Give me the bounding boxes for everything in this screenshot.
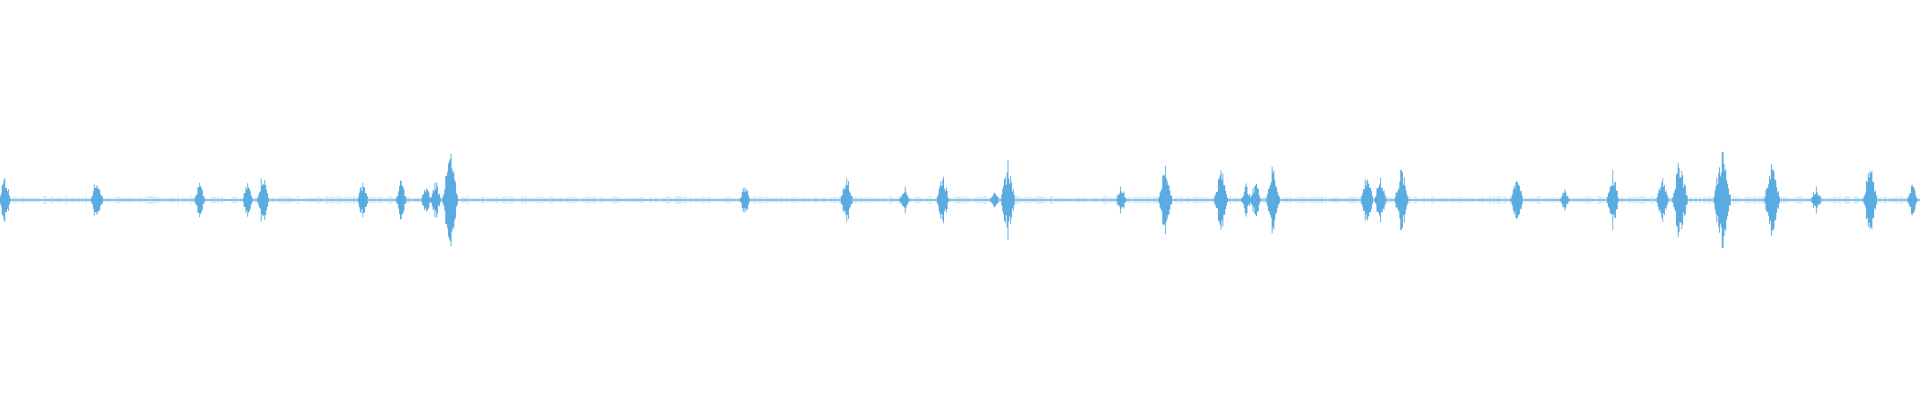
waveform-peak xyxy=(357,182,368,218)
waveform-peak xyxy=(91,184,103,216)
waveform-peak xyxy=(1656,178,1669,222)
waveform-peak-path xyxy=(1656,178,1669,222)
waveform-peak-path xyxy=(1863,170,1877,230)
waveform-peak xyxy=(1863,170,1877,230)
waveform-peak-path xyxy=(1158,166,1173,234)
waveform-peak xyxy=(1672,162,1688,238)
waveform-peak-path xyxy=(1672,162,1688,238)
waveform-peak xyxy=(257,178,269,222)
waveform-peak xyxy=(899,186,910,214)
waveform-peak xyxy=(936,176,949,224)
waveform-peak-path xyxy=(1713,151,1731,249)
waveform-peak xyxy=(1764,164,1780,236)
waveform-peak xyxy=(1811,186,1822,214)
waveform-peak xyxy=(1560,189,1569,211)
waveform-peak xyxy=(430,182,441,218)
waveform-peak-path xyxy=(1266,166,1280,234)
waveform-peak xyxy=(1606,170,1619,230)
waveform-peaks xyxy=(0,151,1918,249)
waveform-peak xyxy=(1266,166,1280,234)
waveform-peak-path xyxy=(899,186,910,214)
waveform-peak-path xyxy=(357,182,368,218)
waveform-peak xyxy=(1241,183,1252,217)
waveform-peak-path xyxy=(1361,179,1373,221)
waveform-peak-path xyxy=(421,188,432,212)
waveform-peak xyxy=(194,182,205,218)
waveform-peak-path xyxy=(1764,164,1780,236)
waveform-peak xyxy=(1158,166,1173,234)
waveform-peak-path xyxy=(0,178,11,222)
waveform-peak-path xyxy=(1374,177,1387,223)
waveform-peak xyxy=(1214,170,1228,230)
waveform-peak xyxy=(840,178,853,222)
waveform-peak xyxy=(1510,181,1523,219)
waveform-peak xyxy=(1394,169,1409,231)
waveform-peak xyxy=(990,192,999,208)
waveform-peak xyxy=(1001,160,1015,240)
waveform-peak-path xyxy=(1811,186,1822,214)
waveform-peak xyxy=(1374,177,1387,223)
waveform-peak xyxy=(1116,186,1127,214)
waveform-peak xyxy=(1361,179,1373,221)
waveform-peak xyxy=(740,187,750,213)
waveform-peak-path xyxy=(442,154,458,246)
waveform-peak-path xyxy=(430,182,441,218)
waveform-peak-path xyxy=(1214,170,1228,230)
waveform-peak-path xyxy=(1907,184,1918,216)
waveform-peak-path xyxy=(1606,170,1619,230)
waveform-peak-path xyxy=(1116,186,1127,214)
waveform-peak xyxy=(442,154,458,246)
waveform-peak-path xyxy=(242,183,253,217)
waveform-peak-path xyxy=(740,187,750,213)
waveform-peak-path xyxy=(990,192,999,208)
waveform-peak xyxy=(1250,183,1261,217)
waveform-peak-path xyxy=(1001,160,1015,240)
waveform-peak-path xyxy=(1250,183,1261,217)
waveform-peak xyxy=(0,178,11,222)
waveform-peak-path xyxy=(936,176,949,224)
waveform-peak-path xyxy=(396,180,407,220)
waveform-peak-path xyxy=(91,184,103,216)
waveform-peak-path xyxy=(257,178,269,222)
waveform-peak-path xyxy=(1560,189,1569,211)
waveform-peak xyxy=(396,180,407,220)
waveform-peak xyxy=(1907,184,1918,216)
waveform-peak-path xyxy=(1241,183,1252,217)
waveform-peak xyxy=(242,183,253,217)
waveform-peak xyxy=(1713,151,1731,249)
waveform-peak xyxy=(421,188,432,212)
waveform-peak-path xyxy=(1510,181,1523,219)
waveform-peak-path xyxy=(194,182,205,218)
waveform-peak-path xyxy=(1394,169,1409,231)
waveform-peak-path xyxy=(840,178,853,222)
